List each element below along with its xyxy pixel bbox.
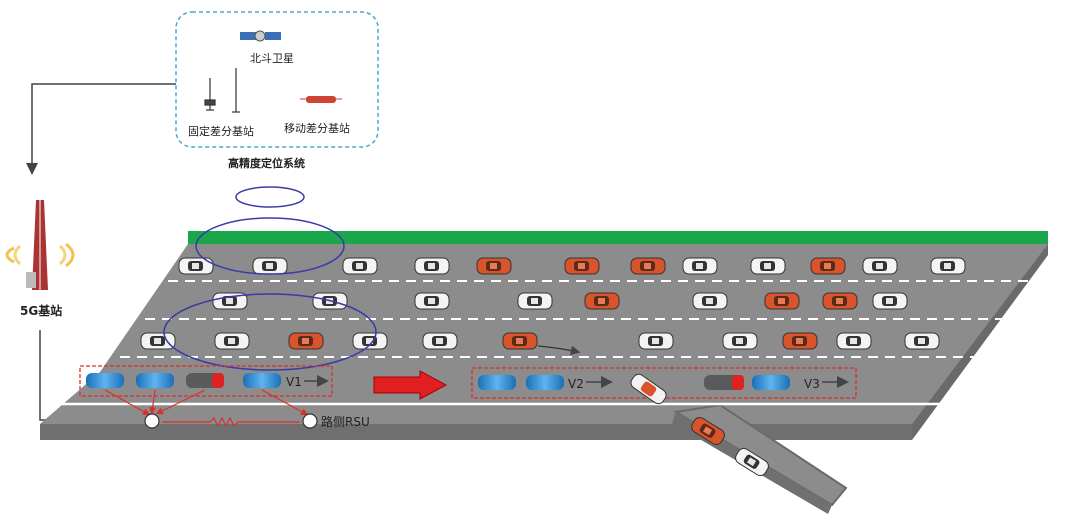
vehicle	[904, 332, 940, 350]
vehicle	[422, 332, 458, 350]
fixed-station-label: 固定差分基站	[188, 124, 254, 138]
road-surface	[40, 244, 1048, 440]
platoon-2-vehicles	[478, 373, 790, 405]
coverage-ellipse-mid	[195, 217, 345, 275]
vehicle	[638, 332, 674, 350]
satellite-label: 北斗卫星	[250, 52, 294, 65]
coverage-ellipse-top	[235, 186, 305, 208]
vehicle	[140, 332, 176, 350]
vehicle-label-v2: V2	[568, 377, 584, 391]
vehicle	[810, 257, 846, 275]
vehicle	[414, 257, 450, 275]
green-median	[188, 231, 1048, 244]
vehicle	[764, 292, 800, 310]
vehicle	[342, 257, 378, 275]
vehicle	[414, 292, 450, 310]
vehicle	[930, 257, 966, 275]
fixed-station-icon	[204, 68, 240, 113]
vehicle	[630, 257, 666, 275]
vehicle	[862, 257, 898, 275]
tower-icon	[5, 200, 75, 290]
rsu-label: 路侧RSU	[321, 414, 370, 429]
vehicle	[872, 292, 908, 310]
vehicle	[214, 332, 250, 350]
vehicle-label-v3: V3	[804, 377, 820, 391]
vehicle	[782, 332, 818, 350]
coverage-ellipse-large	[163, 293, 377, 371]
vehicle	[178, 257, 214, 275]
vehicle	[735, 447, 769, 477]
positioning-system-box	[175, 11, 379, 148]
vehicle	[212, 292, 248, 310]
lane-markings	[120, 280, 1040, 358]
positioning-system-title: 高精度定位系统	[228, 156, 305, 170]
vehicle	[750, 257, 786, 275]
vehicle-label-v1: V1	[286, 375, 302, 389]
base-station-label: 5G基站	[20, 303, 62, 318]
vehicle	[352, 332, 388, 350]
satellite-icon	[240, 30, 281, 42]
v2x-links	[104, 389, 309, 428]
vehicle	[564, 257, 600, 275]
mobile-station-label: 移动差分基站	[284, 121, 350, 135]
rsu-node-right	[302, 413, 318, 429]
vehicle	[691, 416, 725, 446]
vehicle	[517, 292, 553, 310]
road-bottom-edge	[40, 424, 912, 440]
platoon-box-1	[79, 365, 333, 397]
mobile-station-icon	[300, 96, 342, 103]
vehicle	[252, 257, 288, 275]
vehicle	[722, 332, 758, 350]
vehicle	[836, 332, 872, 350]
platoon-1-vehicles	[86, 373, 281, 388]
vehicle	[692, 292, 728, 310]
road-right-edge	[912, 244, 1048, 440]
vehicle	[476, 257, 512, 275]
vehicle	[288, 332, 324, 350]
vehicle	[502, 332, 538, 350]
lane-change-arrow	[537, 345, 581, 356]
big-red-arrow	[373, 370, 448, 400]
vehicle	[682, 257, 718, 275]
rsu-node-left	[144, 413, 160, 429]
vehicle	[822, 292, 858, 310]
vehicle	[584, 292, 620, 310]
traffic-vehicles	[140, 257, 966, 477]
link-positioning-to-base	[26, 83, 176, 175]
